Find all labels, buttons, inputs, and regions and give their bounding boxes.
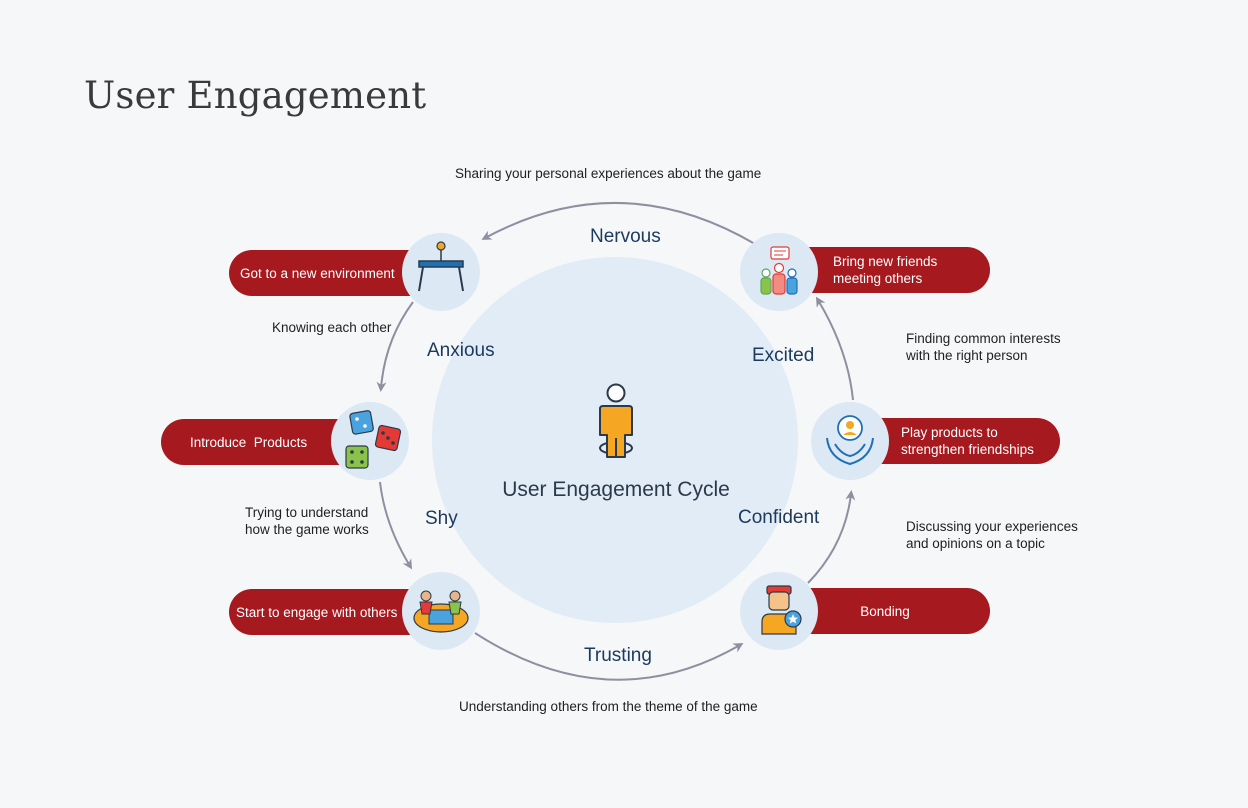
stage-environment-label: Got to a new environment xyxy=(240,265,395,281)
note-discussing-line1: Discussing your experiences xyxy=(906,519,1078,534)
stage-play-line2: strengthen friendships xyxy=(901,442,1034,457)
emotion-confident: Confident xyxy=(738,507,820,528)
stage-friends-line1: Bring new friends xyxy=(833,254,938,269)
note-top: Sharing your personal experiences about … xyxy=(455,166,762,181)
page-title: User Engagement xyxy=(84,74,427,117)
stage-friends-line2: meeting others xyxy=(833,271,923,286)
note-knowing: Knowing each other xyxy=(272,320,392,335)
emotion-anxious: Anxious xyxy=(427,340,495,361)
hands-person-icon xyxy=(826,415,874,466)
players-icon xyxy=(413,590,469,633)
note-discussing: Discussing your experiences and opinions… xyxy=(906,518,1078,552)
note-finding: Finding common interests with the right … xyxy=(906,330,1061,364)
note-finding-line2: with the right person xyxy=(906,348,1028,363)
stage-play-line1: Play products to xyxy=(901,425,998,440)
note-finding-line1: Finding common interests xyxy=(906,331,1061,346)
note-trying: Trying to understand how the game works xyxy=(245,504,369,538)
person-icon xyxy=(599,383,633,458)
node-environment xyxy=(402,233,480,311)
stage-engage: Start to engage with others xyxy=(229,589,429,635)
stage-environment: Got to a new environment xyxy=(229,250,429,296)
node-engage xyxy=(402,572,480,650)
emotion-trusting: Trusting xyxy=(584,645,652,666)
note-trying-line2: how the game works xyxy=(245,522,369,537)
node-bonding xyxy=(740,572,818,650)
stage-engage-label: Start to engage with others xyxy=(236,604,398,620)
stage-bonding-label: Bonding xyxy=(860,603,910,619)
node-play xyxy=(811,402,889,480)
arrow-left-lower xyxy=(379,481,413,570)
node-products xyxy=(331,402,409,480)
star-person-icon xyxy=(761,585,802,635)
dice-icon xyxy=(345,410,402,469)
arrow-bottom xyxy=(474,632,744,681)
emotion-shy: Shy xyxy=(425,508,458,529)
emotion-excited: Excited xyxy=(752,345,815,366)
center-label: User Engagement Cycle xyxy=(502,478,730,501)
arrow-right-lower xyxy=(807,490,856,584)
arrow-right-upper xyxy=(815,296,854,401)
note-discussing-line2: and opinions on a topic xyxy=(906,536,1045,551)
note-trying-line1: Trying to understand xyxy=(245,505,369,520)
arrow-left-upper xyxy=(376,301,414,392)
stage-products-label: Introduce Products xyxy=(190,434,308,450)
group-icon xyxy=(760,246,798,295)
table-icon xyxy=(418,241,464,292)
node-friends xyxy=(740,233,818,311)
arrow-top xyxy=(481,202,756,245)
note-bottom: Understanding others from the theme of t… xyxy=(459,699,758,714)
emotion-nervous: Nervous xyxy=(590,226,661,247)
